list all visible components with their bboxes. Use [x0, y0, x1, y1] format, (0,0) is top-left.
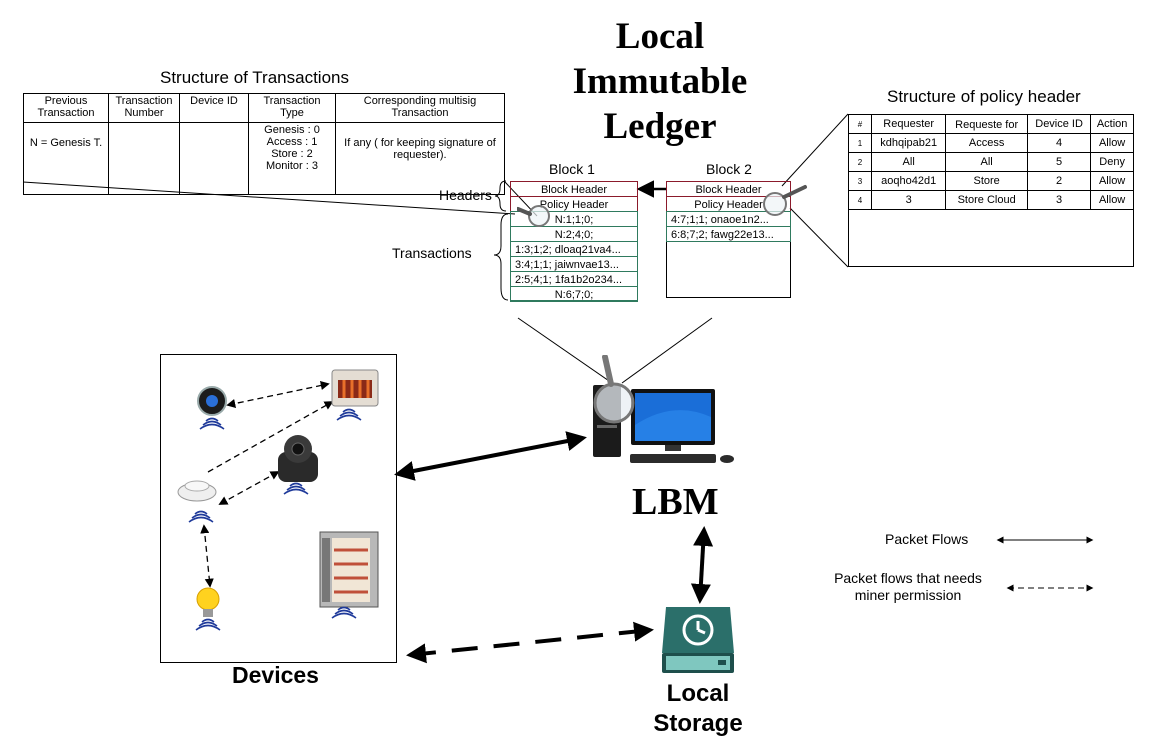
transactions-label: Transactions: [392, 245, 472, 261]
policy-row: 1 kdhqipab21 Access 4 Allow: [848, 133, 1134, 153]
policy-cell: Allow: [1090, 133, 1134, 153]
title-line-3: Ledger: [603, 106, 717, 147]
wifi-icon: [199, 417, 225, 430]
block1-transaction: 2:5;4;1; 1fa1b2o234...: [510, 271, 638, 287]
local-storage-label-line1: Local: [666, 680, 730, 707]
block2-transaction: 6:8;7;2; fawg22e13...: [666, 226, 791, 242]
tx-structure-title: Structure of Transactions: [160, 68, 349, 87]
wifi-icon: [195, 618, 221, 631]
policy-col-device: Device ID: [1026, 114, 1092, 134]
tx-structure-table: Previous Transaction Transaction Number …: [23, 93, 505, 195]
block1-block-header: Block Header: [510, 181, 638, 197]
policy-structure-title: Structure of policy header: [887, 87, 1081, 106]
devices-lbm-arrow: [394, 431, 587, 481]
local-storage-label-line2: Storage: [653, 710, 743, 737]
block1-transaction: N:6;7;0;: [510, 286, 638, 302]
ledger-title: Local Immutable Ledger: [560, 14, 760, 149]
magnifier-icon: [763, 185, 807, 216]
legend-solid-label: Packet Flows: [885, 531, 969, 547]
policy-structure-table: # Requester Requeste for Device ID Actio…: [848, 114, 1134, 210]
device-link: [218, 471, 280, 505]
tx-cell-multisig: If any ( for keeping signature of reques…: [335, 122, 505, 195]
device-link: [226, 381, 330, 408]
legend-dashed-line2: miner permission: [854, 587, 962, 603]
magnifier-icon: [517, 205, 550, 227]
wifi-icon: [283, 482, 309, 495]
heater-icon: [331, 369, 379, 407]
wifi-icon: [331, 606, 357, 619]
ledger-to-lbm-line: [517, 317, 613, 384]
devices-storage-dashed-arrow: [406, 621, 654, 664]
thermostat-icon: [197, 386, 227, 416]
policy-row: 4 3 Store Cloud 3 Allow: [848, 190, 1134, 210]
block1-transaction: 1:3;1;2; dloaq21va4...: [510, 241, 638, 257]
tx-cell-number: [108, 122, 180, 195]
tx-col-device: Device ID: [179, 93, 249, 123]
policy-cell: Allow: [1090, 171, 1134, 191]
headers-label: Headers: [439, 187, 492, 203]
legend-dashed-line1: Packet flows that needs: [834, 570, 982, 586]
block2-label: Block 2: [706, 161, 752, 177]
title-line-2: Immutable: [572, 61, 748, 102]
lbm-storage-arrow: [690, 526, 714, 604]
tx-cell-type: Genesis : 0 Access : 1 Store : 2 Monitor…: [248, 122, 336, 195]
tx-col-type: Transaction Type: [248, 93, 336, 123]
light-bulb-icon: [196, 587, 220, 617]
legend-dashed-label: Packet flows that needs miner permission: [818, 570, 998, 604]
wifi-icon: [336, 408, 362, 421]
policy-cell: Allow: [1090, 190, 1134, 210]
refrigerator-icon: [319, 531, 379, 608]
policy-cell: 3: [1026, 190, 1092, 210]
computer-icon: [593, 355, 734, 463]
wifi-icon: [188, 510, 214, 523]
lbm-label: LBM: [632, 481, 719, 523]
ledger-to-lbm-line: [621, 317, 713, 384]
devices-label: Devices: [232, 662, 319, 688]
smoke-detector-icon: [177, 480, 217, 502]
device-link: [200, 524, 214, 588]
storage-drive-icon: [662, 607, 734, 673]
tx-col-number: Transaction Number: [108, 93, 180, 123]
headers-brace: [494, 180, 507, 212]
zoom-line: [22, 181, 516, 215]
tx-col-multisig: Corresponding multisig Transaction: [335, 93, 505, 123]
devices-box[interactable]: [160, 354, 397, 663]
block1-transaction: 3:4;1;1; jaiwnvae13...: [510, 256, 638, 272]
policy-cell: 3: [870, 190, 947, 210]
tx-cell-device: [179, 122, 249, 195]
zoom-line: [781, 113, 849, 187]
zoom-line: [789, 207, 849, 268]
title-line-1: Local: [615, 16, 705, 57]
camera-icon: [278, 435, 318, 482]
device-link: [207, 401, 334, 473]
device-layer: [177, 369, 379, 631]
local-storage-label: Local Storage: [648, 679, 748, 739]
transactions-brace: [493, 213, 509, 301]
block1-label: Block 1: [549, 161, 595, 177]
